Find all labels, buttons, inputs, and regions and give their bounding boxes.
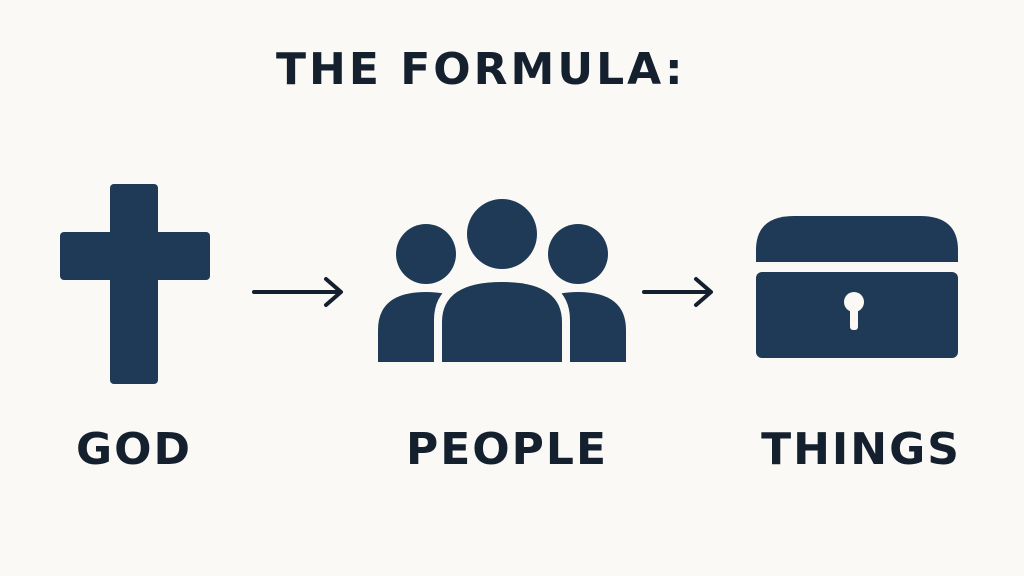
arrow-right-icon [252, 277, 343, 307]
people-group-icon [378, 192, 626, 368]
arrow-right-icon [642, 277, 713, 307]
step-label-god: GOD [75, 424, 193, 475]
step-label-things: THINGS [761, 424, 961, 475]
step-label-people: PEOPLE [405, 424, 609, 475]
cross-icon [60, 184, 210, 384]
treasure-chest-icon [756, 216, 958, 358]
diagram-title: THE FORMULA: [276, 44, 686, 95]
